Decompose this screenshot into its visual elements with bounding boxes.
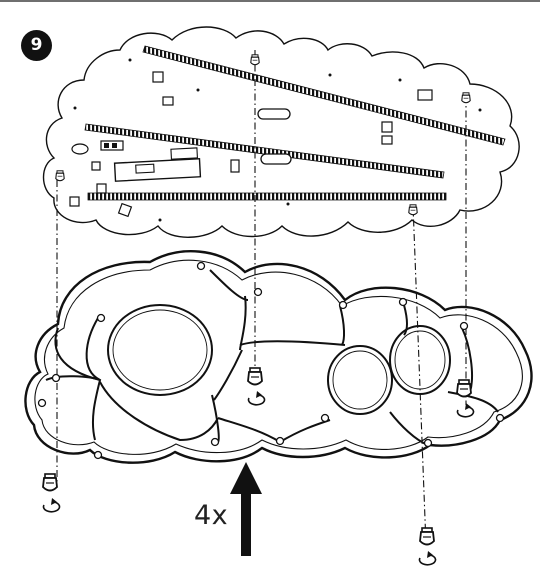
circular-arrow-icon xyxy=(418,550,437,566)
up-arrow-icon xyxy=(230,462,262,556)
frame-joints xyxy=(37,261,505,460)
screw-icon xyxy=(461,92,471,104)
small-component xyxy=(152,71,164,83)
panel-hole xyxy=(71,143,89,155)
screw-icon xyxy=(42,473,58,492)
screw-icon xyxy=(456,379,472,398)
led-strip-3 xyxy=(87,192,447,201)
bubble-cells xyxy=(45,269,499,446)
screw-icon xyxy=(419,527,435,546)
circular-arrow-icon xyxy=(247,390,266,406)
controller-box xyxy=(113,147,202,182)
step-number-badge: 9 xyxy=(21,30,52,61)
panel-slot xyxy=(260,153,292,165)
small-component xyxy=(96,183,107,194)
small-component xyxy=(117,202,133,218)
screw-icon xyxy=(250,54,260,66)
front-frame-inner xyxy=(34,259,523,455)
screw-icon xyxy=(55,170,65,182)
led-strip-1 xyxy=(142,45,506,146)
alignment-line xyxy=(412,204,427,546)
screw-icon xyxy=(247,367,263,386)
small-component xyxy=(381,135,393,145)
small-component xyxy=(91,161,101,171)
screw-icon xyxy=(408,204,418,216)
circular-arrow-icon xyxy=(42,497,61,513)
circular-arrow-icon xyxy=(456,402,475,418)
top-divider xyxy=(0,0,540,2)
small-component xyxy=(417,89,433,101)
quantity-label: 4x xyxy=(194,500,229,531)
small-component xyxy=(69,196,80,207)
led-strip-2 xyxy=(84,123,445,179)
small-component xyxy=(162,96,174,106)
small-component xyxy=(381,121,393,133)
panel-slot xyxy=(257,108,291,120)
front-frame xyxy=(24,250,533,464)
small-component xyxy=(230,159,240,173)
